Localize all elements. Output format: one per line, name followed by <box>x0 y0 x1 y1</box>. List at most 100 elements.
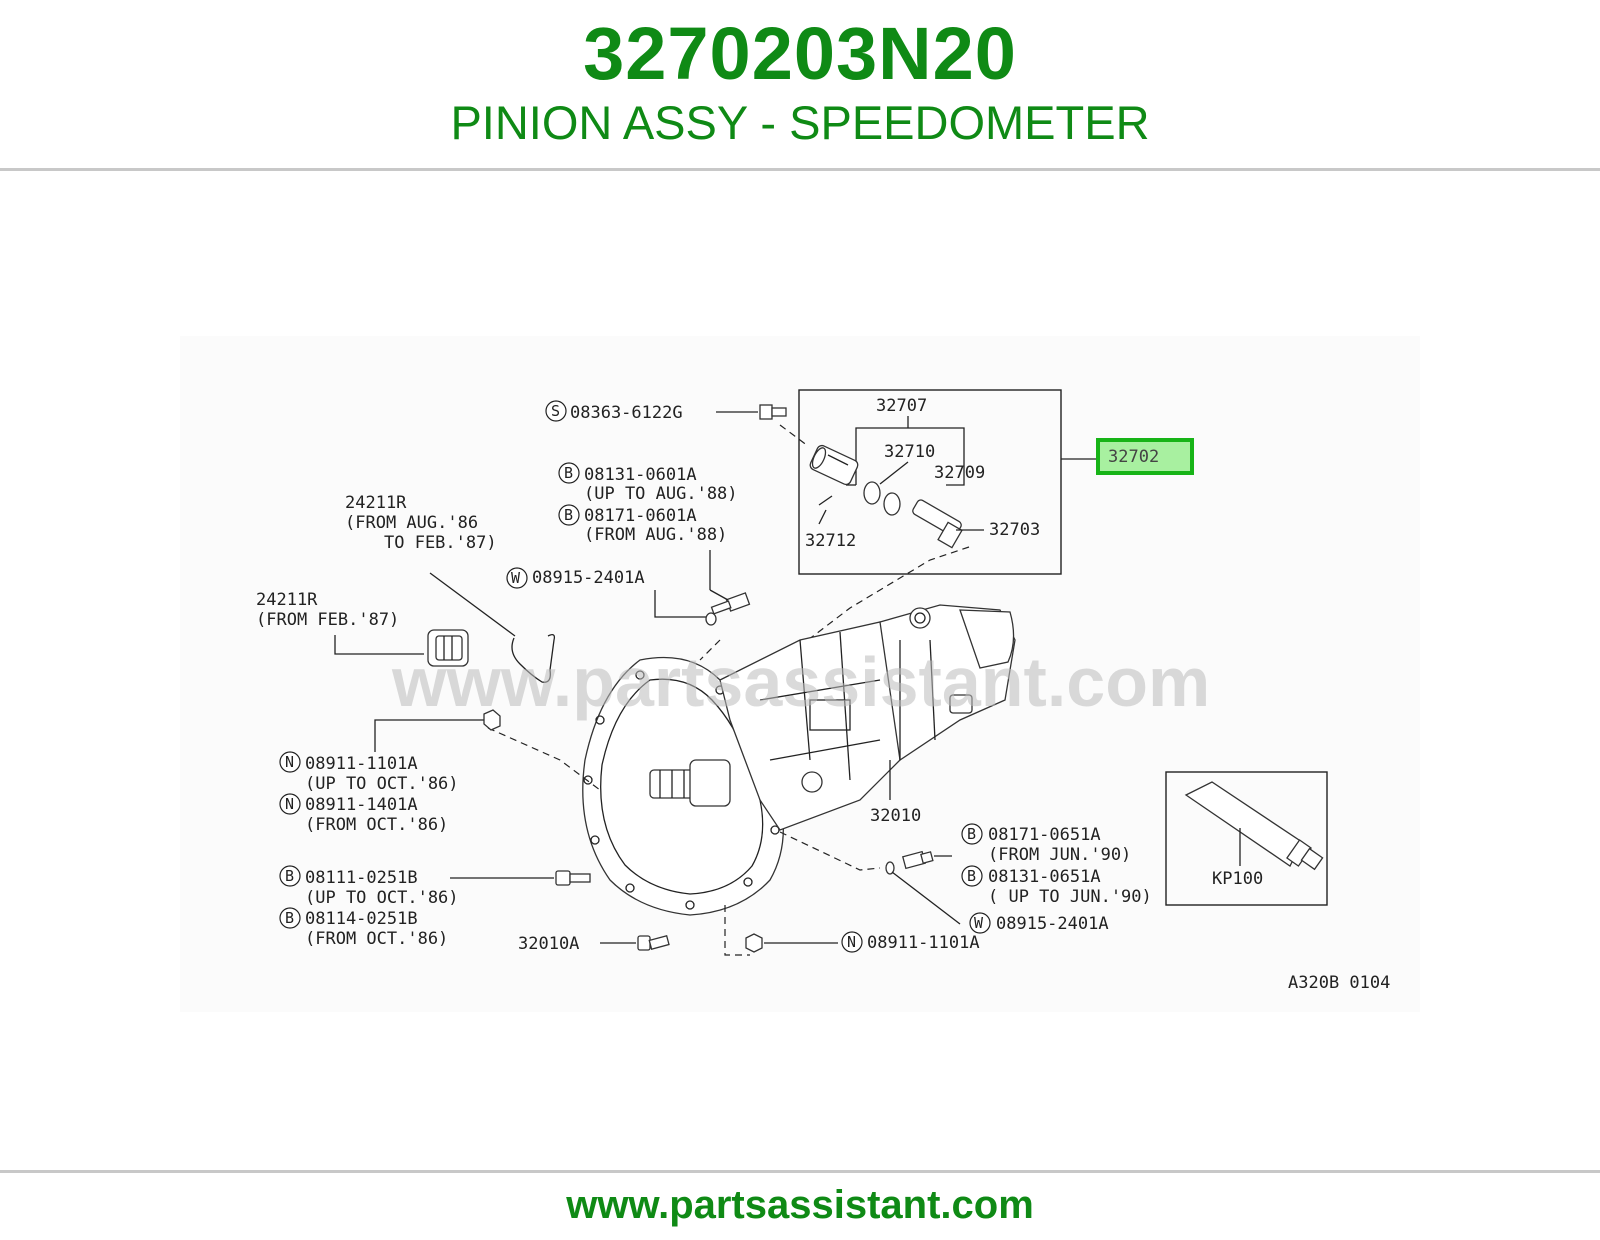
leader-08911-1101a <box>374 719 484 752</box>
label-to-feb-87: TO FEB.'87) <box>384 533 497 553</box>
code-letter-w2: W <box>974 914 984 932</box>
label-08363-6122g: 08363-6122G <box>570 403 683 423</box>
label-kp100: KP100 <box>1212 869 1263 889</box>
label-up-to-oct-86-a: (UP TO OCT.'86) <box>305 774 459 794</box>
stud-32010a <box>637 935 670 951</box>
watermark: www.partsassistant.com <box>391 643 1210 721</box>
label-from-aug-88: (FROM AUG.'88) <box>584 525 727 545</box>
code-circle-n3 <box>841 931 863 953</box>
label-08111-0251b: 08111-0251B <box>305 868 418 888</box>
nut-08911-bottom <box>745 933 763 953</box>
label-from-oct-86-b: (FROM OCT.'86) <box>305 929 448 949</box>
dash-nut-to-case <box>487 727 601 791</box>
code-letter-w1: W <box>511 569 521 587</box>
code-circle-b2 <box>558 504 580 526</box>
label-08171-0601a: 08171-0601A <box>584 506 697 526</box>
code-letter-b6: B <box>285 909 294 927</box>
label-08911-1101a: 08911-1101A <box>305 754 418 774</box>
label-24211r-a: 24211R <box>345 493 407 513</box>
label-08911-1101a-bottom: 08911-1101A <box>867 933 980 953</box>
leader-08915-top <box>654 590 706 618</box>
label-from-aug-86: (FROM AUG.'86 <box>345 513 478 533</box>
code-letter-b4: B <box>967 867 976 885</box>
label-32712: 32712 <box>805 531 856 551</box>
code-circle-n1 <box>279 751 301 773</box>
dash-case-to-nut <box>724 905 750 956</box>
washer-08915-bottom <box>885 861 895 875</box>
pinion-gear-part <box>883 492 901 516</box>
label-32703: 32703 <box>989 520 1040 540</box>
footer-divider <box>0 1170 1600 1173</box>
label-08114-0251b: 08114-0251B <box>305 909 418 929</box>
code-letter-b3: B <box>967 825 976 843</box>
code-circle-s <box>545 400 567 422</box>
label-08171-0651a: 08171-0651A <box>988 825 1101 845</box>
pinion-assy-inset-box <box>798 389 1062 575</box>
dash-washer-to-case <box>699 639 721 661</box>
label-from-jun-90: (FROM JUN.'90) <box>988 845 1131 865</box>
transmission-case-32010 <box>582 604 1016 916</box>
leader-32710 <box>879 461 909 485</box>
label-08915-2401a-bottom: 08915-2401A <box>996 914 1109 934</box>
pinion-shaft-32703 <box>912 499 963 549</box>
code-letter-s: S <box>551 402 560 420</box>
kp100-inset-box <box>1165 771 1328 906</box>
leader-08915-bottom <box>891 871 961 925</box>
code-circle-b5 <box>279 865 301 887</box>
connector-24211r-b <box>427 629 469 667</box>
label-32702[interactable]: 32702 <box>1108 447 1159 467</box>
code-letter-n3: N <box>847 933 856 951</box>
bolt-08171-0651 <box>901 850 934 870</box>
label-32710: 32710 <box>884 442 935 462</box>
code-circle-b6 <box>279 907 301 929</box>
footer-website-link[interactable]: www.partsassistant.com <box>566 1183 1034 1227</box>
label-32010: 32010 <box>870 806 921 826</box>
leader-24211r-a <box>429 572 516 637</box>
code-letter-b2: B <box>564 506 573 524</box>
bolt-08111-0251b <box>555 870 591 886</box>
label-up-to-aug-88: (UP TO AUG.'88) <box>584 484 738 504</box>
label-up-to-oct-86-b: (UP TO OCT.'86) <box>305 888 459 908</box>
label-from-feb-87: (FROM FEB.'87) <box>256 610 399 630</box>
washer-08915-top <box>705 612 717 626</box>
label-08131-0601a: 08131-0601A <box>584 465 697 485</box>
leader-24211r-b <box>334 635 424 655</box>
dash-bolt-to-pinion <box>779 424 809 447</box>
code-circle-w2 <box>969 912 991 934</box>
harness-clip-24211r-a <box>511 634 556 683</box>
label-08915-2401a-top: 08915-2401A <box>532 568 645 588</box>
code-letter-b5: B <box>285 867 294 885</box>
label-08131-0651a: 08131-0651A <box>988 867 1101 887</box>
leader-08171-0601b <box>709 589 729 601</box>
part-number-title: 3270203N20 <box>583 12 1017 95</box>
dash-pinion-to-case <box>807 546 970 641</box>
leader-32712 <box>818 509 827 525</box>
part-name-subtitle: PINION ASSY - SPEEDOMETER <box>450 96 1150 149</box>
code-circle-w1 <box>506 567 528 589</box>
code-letter-b1: B <box>564 464 573 482</box>
label-32010a: 32010A <box>518 934 579 954</box>
code-circle-b3 <box>961 823 983 845</box>
grease-tube-kp100 <box>1184 781 1324 871</box>
header-divider <box>0 168 1600 171</box>
dash-case-to-bolt <box>779 831 881 871</box>
diagram-code: A320B 0104 <box>1288 973 1390 993</box>
code-letter-n1: N <box>285 753 294 771</box>
bolt-08171-0601 <box>710 592 751 615</box>
code-circle-b4 <box>961 865 983 887</box>
code-circle-n2 <box>279 793 301 815</box>
label-32707: 32707 <box>876 396 927 416</box>
code-circle-b1 <box>558 462 580 484</box>
label-32709: 32709 <box>934 463 985 483</box>
highlight-box-32702[interactable] <box>1096 438 1194 475</box>
label-up-to-jun-90: ( UP TO JUN.'90) <box>988 887 1152 907</box>
nut-08911 <box>483 709 501 731</box>
pinion-sleeve-part <box>809 444 859 486</box>
bracket-32707 <box>855 427 965 486</box>
pin-32712 <box>818 495 833 506</box>
label-08911-1401a: 08911-1401A <box>305 795 418 815</box>
bolt-08363 <box>759 404 787 420</box>
code-letter-n2: N <box>285 795 294 813</box>
label-24211r-b: 24211R <box>256 590 318 610</box>
